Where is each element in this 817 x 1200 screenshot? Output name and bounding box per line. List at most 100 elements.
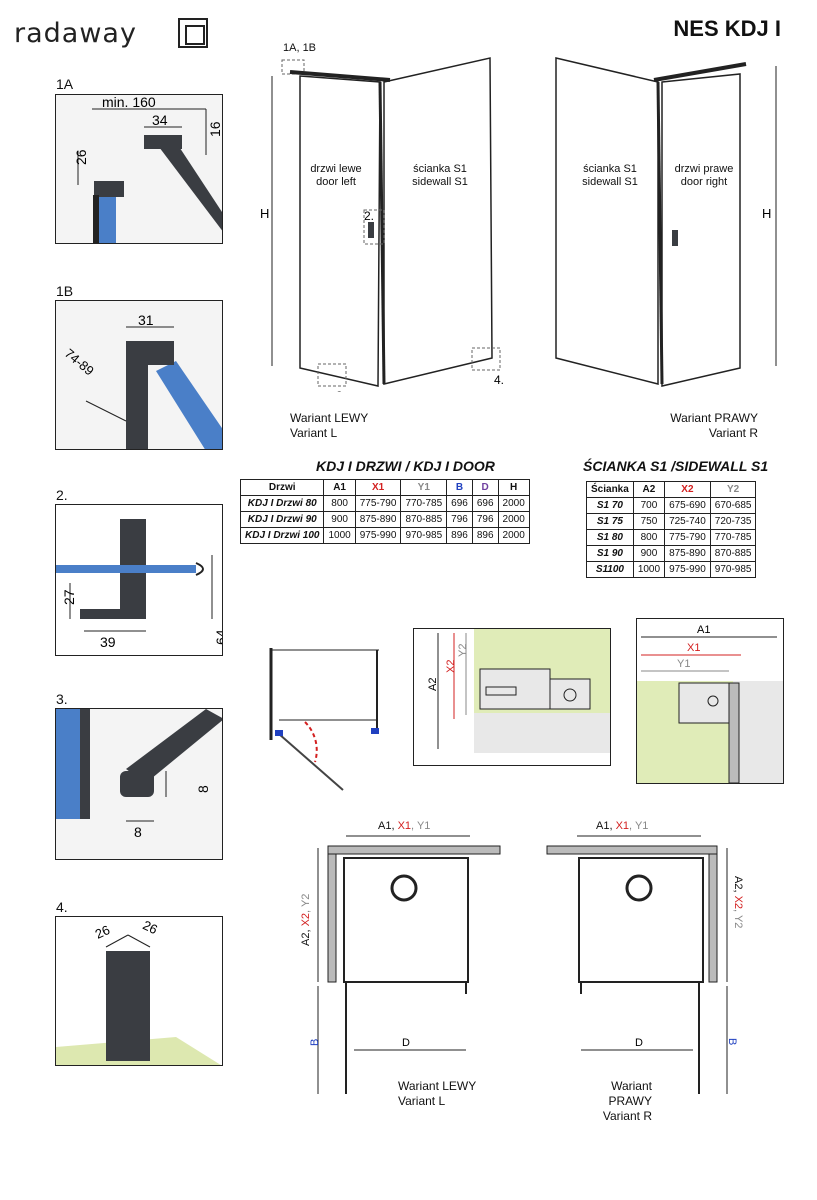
door-table-title: KDJ I DRZWI / KDJ I DOOR <box>316 458 495 474</box>
dim-26a: 26 <box>93 922 112 942</box>
dim-26b: 26 <box>140 917 159 937</box>
front-view-left: H 2. 3. 4. <box>260 57 504 392</box>
table-cell: S1 80 <box>586 529 634 546</box>
table-cell: 875-890 <box>664 545 711 562</box>
front-view-right: H <box>555 57 777 387</box>
table-cell: 775-790 <box>664 529 711 546</box>
detail-4-panel: 26 26 <box>55 916 223 1066</box>
dim-x1: X1 <box>687 642 700 654</box>
detail-3-label: 3. <box>56 691 68 707</box>
door-swing-plan <box>269 648 379 791</box>
detail-2-label: 2. <box>56 487 68 503</box>
table-cell: 1000 <box>632 561 666 578</box>
callout-3: 3. <box>336 389 346 392</box>
dim-y1: Y1 <box>677 658 690 670</box>
table-cell: 2000 <box>497 511 530 528</box>
plan-right-depth: A2, X2, Y2 <box>732 876 744 929</box>
table-cell: KDJ I Drzwi 80 <box>239 495 325 512</box>
table-cell: 896 <box>446 527 473 544</box>
table-cell: 770-785 <box>400 495 448 512</box>
table-cell: 725-740 <box>664 513 711 530</box>
table-cell: S1100 <box>586 561 634 578</box>
detail-1a-drawing: min. 160 34 16 26 <box>73 95 222 243</box>
table-header: Ścianka <box>586 481 634 498</box>
table-header: Y1 <box>400 479 448 496</box>
detail-4-drawing: 26 26 <box>56 917 221 1065</box>
table-header: A2 <box>632 481 666 498</box>
detail-3-panel: 8 8 <box>55 708 223 860</box>
table-cell: 796 <box>471 511 499 528</box>
logo-mark <box>178 18 208 48</box>
detail-3-drawing: 8 8 <box>56 709 222 840</box>
table-cell: 975-990 <box>664 561 711 578</box>
table-cell: 870-885 <box>400 511 448 528</box>
table-cell: 720-735 <box>709 513 757 530</box>
dim-74-89: 74-89 <box>62 346 97 379</box>
table-cell: 975-990 <box>354 527 402 544</box>
table-cell: 700 <box>632 497 666 514</box>
table-header: A1 <box>323 479 356 496</box>
side-table-title: ŚCIANKA S1 /SIDEWALL S1 <box>583 458 769 474</box>
table-cell: 800 <box>323 495 356 512</box>
plan-view-left: D B <box>309 835 501 1094</box>
table-header: D <box>471 479 499 496</box>
table-cell: S1 90 <box>586 545 634 562</box>
dim-8b: 8 <box>195 785 211 793</box>
dim-h-left: H <box>260 206 269 221</box>
detail-profile-a2: A2 X2 Y2 <box>413 628 611 766</box>
plan-right-d: D <box>635 1037 643 1049</box>
table-cell: 970-985 <box>400 527 448 544</box>
table-header: B <box>446 479 473 496</box>
dim-h-right: H <box>762 206 771 221</box>
dim-y2: Y2 <box>457 644 469 657</box>
table-cell: 870-885 <box>709 545 757 562</box>
detail-1b-drawing: 31 74-89 <box>62 312 222 449</box>
dim-27: 27 <box>61 589 77 605</box>
plan-right-width: A1, X1, Y1 <box>596 820 649 832</box>
table-header: X1 <box>354 479 402 496</box>
dim-a1: A1 <box>697 624 710 636</box>
callout-4: 4. <box>494 373 504 387</box>
plan-left-b: B <box>309 1039 321 1046</box>
detail-2-panel: 39 27 64 <box>55 504 223 656</box>
detail-4-label: 4. <box>56 899 68 915</box>
dim-39: 39 <box>100 634 116 650</box>
table-cell: 796 <box>446 511 473 528</box>
table-cell: 770-785 <box>709 529 757 546</box>
dim-26: 26 <box>73 149 89 165</box>
table-cell: 970-985 <box>709 561 757 578</box>
dim-x2: X2 <box>445 660 457 673</box>
plan-left-depth: A2, X2, Y2 <box>300 893 312 946</box>
table-cell: 1000 <box>323 527 356 544</box>
table-header: H <box>497 479 530 496</box>
table-cell: 775-790 <box>354 495 402 512</box>
dim-34: 34 <box>152 112 168 128</box>
detail-profile-a2-drawing: A2 X2 Y2 <box>427 629 610 753</box>
table-cell: 670-685 <box>709 497 757 514</box>
detail-1b-label: 1B <box>56 283 74 299</box>
detail-1b-panel: 31 74-89 <box>55 300 223 450</box>
table-cell: 675-690 <box>664 497 711 514</box>
table-cell: 2000 <box>497 495 530 512</box>
table-cell: 800 <box>632 529 666 546</box>
detail-1a-label: 1A <box>56 76 74 92</box>
table-cell: 875-890 <box>354 511 402 528</box>
table-header: X2 <box>664 481 711 498</box>
detail-1a-panel: min. 160 34 16 26 <box>55 94 223 244</box>
detail-2-drawing: 39 27 64 <box>56 519 222 650</box>
